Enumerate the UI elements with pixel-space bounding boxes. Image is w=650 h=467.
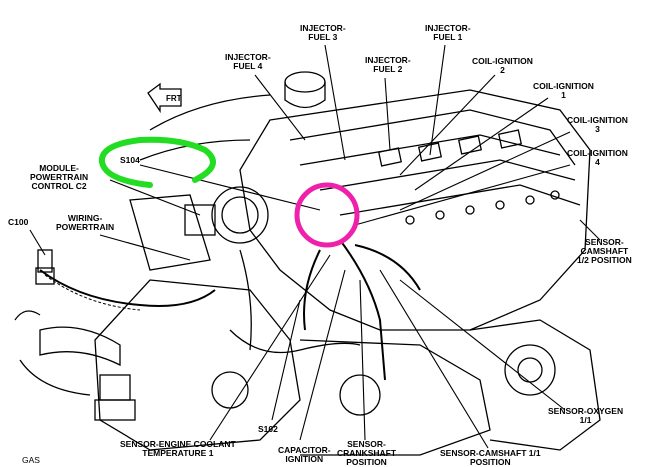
label-c100: C100 [8, 217, 29, 227]
label-wiring-powertrain: WIRING-POWERTRAIN [56, 213, 115, 232]
label-s104: S104 [120, 155, 140, 165]
label-injector-fuel-2: INJECTOR-FUEL 2 [365, 55, 411, 74]
front-arrow-icon: FRT [147, 82, 182, 114]
label-s102: S102 [258, 424, 278, 434]
label-injector-fuel-1: INJECTOR-FUEL 1 [425, 23, 471, 42]
front-arrow-label: FRT [166, 94, 182, 103]
engine-outline [14, 71, 601, 456]
leader-lines [29, 44, 601, 449]
label-injector-fuel-4: INJECTOR-FUEL 4 [225, 52, 271, 71]
label-gas: GAS [22, 455, 40, 465]
highlight-green-circle [98, 136, 216, 188]
highlight-magenta-circle [294, 182, 360, 248]
label-injector-fuel-3: INJECTOR-FUEL 3 [300, 23, 346, 42]
label-capacitor-ignition: CAPACITOR-IGNITION [278, 445, 331, 464]
